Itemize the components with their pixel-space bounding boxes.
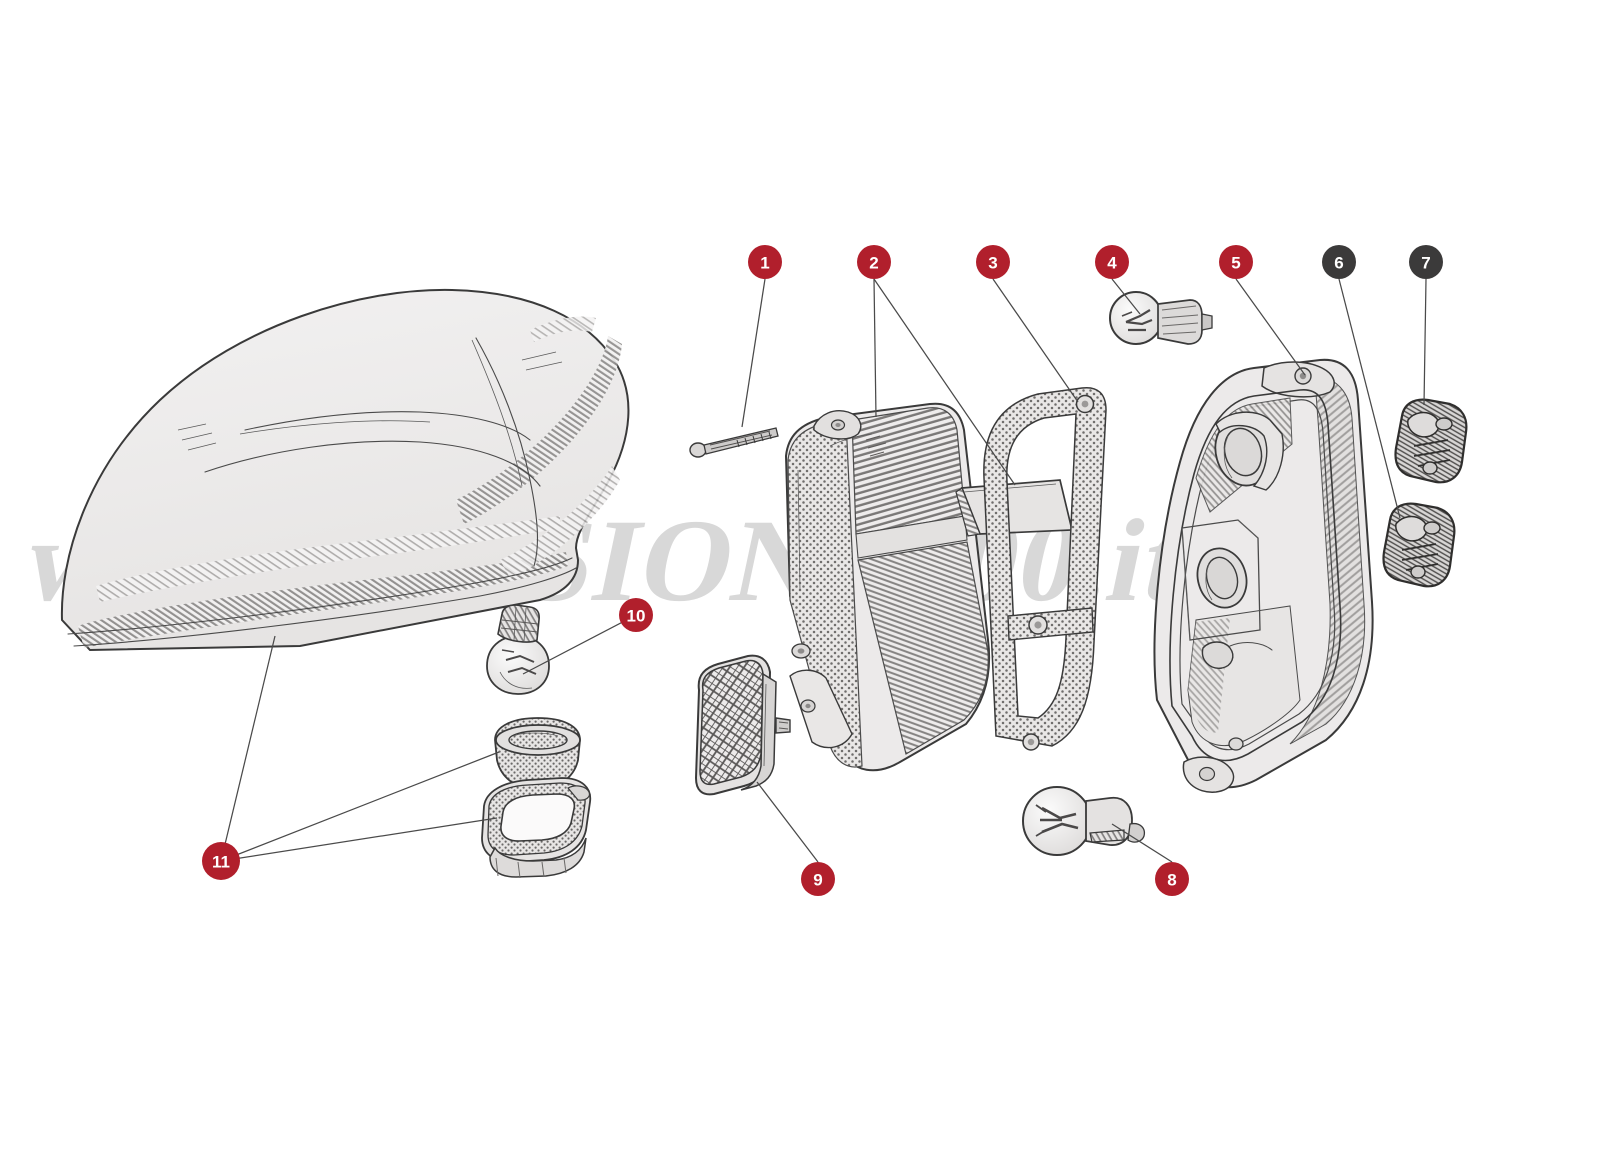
part-bulb-large xyxy=(1022,786,1146,856)
leader-line-2-2 xyxy=(873,278,1016,486)
callout-marker-2[interactable]: 2 xyxy=(857,245,891,279)
leader-line-11-3 xyxy=(220,817,498,862)
leader-line-6 xyxy=(1338,278,1401,519)
leader-line-7 xyxy=(1423,278,1427,406)
leader-line-11 xyxy=(220,635,276,862)
callout-circle-11[interactable] xyxy=(202,842,240,880)
callout-number-9: 9 xyxy=(813,871,822,890)
callout-hotspot-long-screw[interactable] xyxy=(748,245,782,279)
callout-marker-1[interactable]: 1 xyxy=(748,245,782,279)
callout-number-3: 3 xyxy=(988,254,997,273)
leader-line-1 xyxy=(741,278,766,428)
callout-circle-7[interactable] xyxy=(1409,245,1443,279)
callout-number-1: 1 xyxy=(760,254,769,273)
callout-hotspot-rubber-grommet-set[interactable] xyxy=(202,842,240,880)
callout-marker-10[interactable]: 10 xyxy=(619,598,653,632)
callout-hotspot-bulb-socket-lamp[interactable] xyxy=(619,598,653,632)
part-lens-gasket xyxy=(983,386,1107,751)
callout-number-10: 10 xyxy=(627,607,646,626)
callout-number-6: 6 xyxy=(1334,254,1343,273)
part-rubber-grommet-set xyxy=(481,717,592,879)
callout-number-2: 2 xyxy=(869,254,878,273)
part-bulb-holder-upper xyxy=(1394,398,1468,484)
callout-number-11: 11 xyxy=(212,853,230,872)
callout-circle-2[interactable] xyxy=(857,245,891,279)
leader-line-9 xyxy=(756,781,819,863)
leader-line-2 xyxy=(873,278,877,418)
callout-markers: 1 2 3 4 5 6 7 8 9 10 11 xyxy=(202,245,1443,896)
part-bulb-socket-lamp xyxy=(486,604,550,695)
leader-line-10 xyxy=(522,614,637,675)
callout-marker-6[interactable]: 6 xyxy=(1322,245,1356,279)
part-lamp-housing-body xyxy=(1153,358,1374,793)
leader-line-8 xyxy=(1111,823,1173,863)
part-lens-wedge-tab xyxy=(955,479,1074,537)
part-tail-light-lens xyxy=(784,402,991,772)
part-long-screw xyxy=(689,427,779,458)
callout-circle-1[interactable] xyxy=(748,245,782,279)
callout-number-4: 4 xyxy=(1107,254,1117,273)
part-reflector xyxy=(694,654,791,796)
part-rear-wing-panel xyxy=(60,288,630,652)
callout-circle-8[interactable] xyxy=(1155,862,1189,896)
callout-circle-3[interactable] xyxy=(976,245,1010,279)
callout-hotspot-reflector[interactable] xyxy=(801,862,835,896)
callout-hotspot-bulb-holder-lower[interactable] xyxy=(1322,245,1356,279)
callout-circle-10[interactable] xyxy=(619,598,653,632)
leader-lines xyxy=(220,278,1427,863)
callout-marker-9[interactable]: 9 xyxy=(801,862,835,896)
leader-line-3 xyxy=(992,278,1079,403)
callout-marker-7[interactable]: 7 xyxy=(1409,245,1443,279)
callout-marker-3[interactable]: 3 xyxy=(976,245,1010,279)
callout-hotspot-bulb-large[interactable] xyxy=(1155,862,1189,896)
callout-hotspot-bulb-small[interactable] xyxy=(1095,245,1129,279)
callout-number-8: 8 xyxy=(1167,871,1176,890)
callout-hotspot-lamp-housing-body[interactable] xyxy=(1219,245,1253,279)
callout-marker-8[interactable]: 8 xyxy=(1155,862,1189,896)
callout-marker-11[interactable]: 11 xyxy=(202,842,240,880)
leader-line-5 xyxy=(1235,278,1306,376)
callout-circle-5[interactable] xyxy=(1219,245,1253,279)
leader-line-11-2 xyxy=(220,751,500,862)
callout-hotspot-lens-gasket[interactable] xyxy=(976,245,1010,279)
callout-circle-6[interactable] xyxy=(1322,245,1356,279)
callout-marker-4[interactable]: 4 xyxy=(1095,245,1129,279)
callout-hotspot-tail-light-lens[interactable] xyxy=(857,245,891,279)
callout-marker-5[interactable]: 5 xyxy=(1219,245,1253,279)
leader-line-4 xyxy=(1111,278,1141,315)
callout-number-7: 7 xyxy=(1421,254,1430,273)
callout-circle-4[interactable] xyxy=(1095,245,1129,279)
callout-circle-9[interactable] xyxy=(801,862,835,896)
callout-hotspot-bulb-holder-upper[interactable] xyxy=(1409,245,1443,279)
part-bulb-holder-lower xyxy=(1382,502,1456,588)
callout-number-5: 5 xyxy=(1231,254,1240,273)
part-bulb-small xyxy=(1109,291,1213,345)
